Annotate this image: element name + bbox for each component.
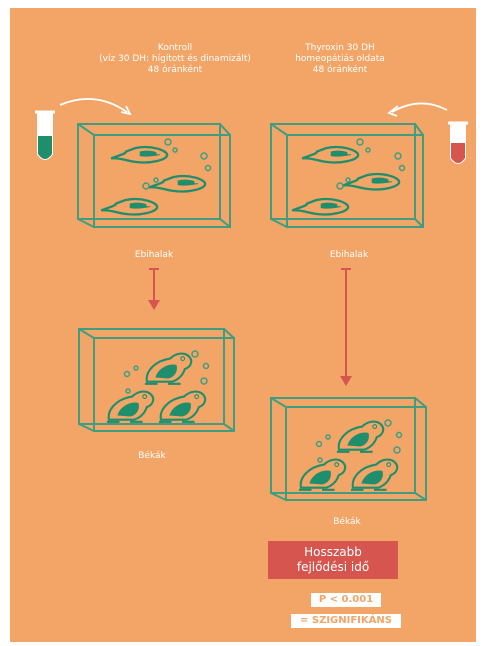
thyroxin-development-arrow [340,269,352,386]
thyroxin-pour-arrow [389,103,447,116]
control-test-tube-icon [35,112,55,159]
thyroxin-tadpole-label: Ebihalak [330,250,369,260]
result-line1: Hosszabb [268,545,398,560]
control-tadpole-label: Ebihalak [135,250,174,260]
control-pour-arrow [60,99,130,114]
result-line2: fejlődési idő [268,560,398,575]
tadpole-icon [292,199,348,214]
thyroxin-tadpole-tank [271,124,423,227]
frog-icon [159,392,205,422]
control-frog-tank [79,329,234,431]
tadpole-icon [101,199,157,214]
frog-icon [145,354,191,384]
bubbles-icon [337,139,405,189]
thyroxin-test-tube-icon [448,123,468,163]
tadpole-icon [111,147,167,162]
p-value-badge: P < 0.001 [311,593,381,607]
significance-badge: = SZIGNIFIKÁNS [291,614,401,628]
tadpole-icon [343,174,399,189]
frog-icon [351,460,397,490]
frog-icon [299,460,345,490]
result-box: Hosszabb fejlődési idő [268,541,398,579]
control-frog-label: Békák [138,450,166,461]
tadpole-icon [302,147,358,162]
bubbles-icon [143,139,211,189]
control-development-arrow [148,269,160,310]
frog-icon [107,392,153,422]
thyroxin-frog-label: Békák [333,516,361,527]
frog-icon [337,422,383,452]
